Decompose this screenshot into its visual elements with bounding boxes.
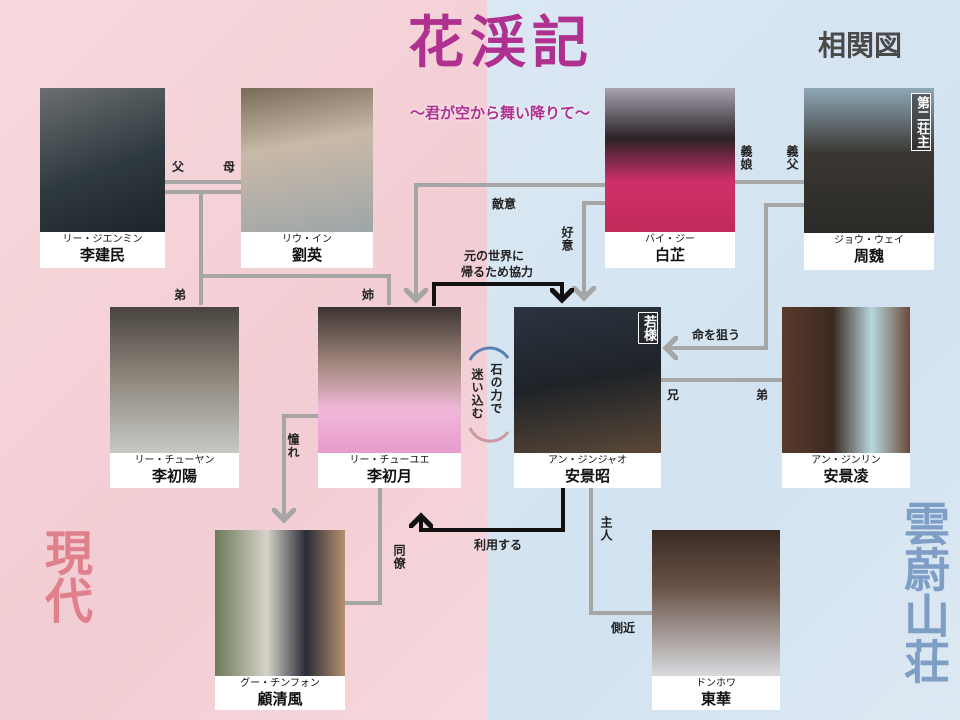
relation-label-lost: 迷い込む — [470, 368, 484, 420]
relation-label-elder-brother: 兄 — [667, 388, 680, 402]
title-badge: 若様 — [638, 312, 658, 344]
character-card-liu-ying: リウ・イン劉英 — [241, 88, 373, 268]
kana-name: アン・ジンジャオ — [547, 455, 628, 466]
portrait-photo — [110, 307, 239, 453]
line-parents-children — [165, 190, 391, 305]
drama-title-logo: 花渓記 — [408, 10, 594, 76]
character-card-li-chuyue: リー・チューユエ李初月 — [318, 307, 461, 488]
character-card-an-jingling: アン・ジンリン安景凌 — [782, 307, 910, 488]
character-name: 白芷 — [654, 246, 685, 264]
kana-name: ドンホワ — [696, 678, 736, 689]
chart-label: 相関図 — [818, 29, 903, 62]
line-hostility — [416, 183, 605, 300]
character-name: 劉英 — [291, 246, 322, 264]
line-master-aide — [589, 488, 652, 615]
line-colleague — [345, 488, 382, 605]
relation-label-adopted-father: 義父 — [785, 145, 799, 171]
relation-label-aide: 側近 — [611, 621, 636, 635]
kana-name: リウ・イン — [282, 234, 332, 245]
kana-name: グー・チンフォン — [240, 678, 320, 689]
circle-arrow-bottom — [468, 427, 510, 443]
character-card-an-jingzhao: 若様 アン・ジンジャオ安景昭 — [514, 307, 661, 488]
relation-label-younger-brother-2: 弟 — [756, 388, 769, 402]
kana-name: バイ・ジー — [645, 234, 695, 245]
circle-arrow-top — [468, 346, 510, 361]
character-name: 李初陽 — [151, 467, 197, 485]
relation-label-colleague: 同僚 — [392, 544, 406, 570]
relation-label-affection: 好意 — [560, 226, 574, 252]
line-target-life — [666, 203, 804, 348]
character-card-zhou-wei: 第二荘主 ジョウ・ウェイ周魏 — [804, 88, 934, 270]
relation-label-older-sister: 姉 — [362, 288, 375, 302]
character-name: 東華 — [700, 690, 731, 708]
kana-name: リー・チューユエ — [349, 455, 430, 466]
relation-label-use: 利用する — [474, 538, 523, 552]
relation-label-younger-brother: 弟 — [174, 288, 187, 302]
relation-label-stone-power: 石の力で — [489, 363, 503, 415]
line-use — [421, 488, 565, 532]
character-card-dong-hua: ドンホワ東華 — [652, 530, 780, 710]
line-affection — [584, 201, 605, 298]
character-card-li-jianmin: リー・ジエンミン李建民 — [40, 88, 165, 268]
relation-label-admire: 憧れ — [286, 433, 300, 459]
portrait-photo — [241, 88, 373, 232]
relation-label-hostility: 敵意 — [492, 197, 517, 211]
character-name: 安景昭 — [564, 467, 610, 485]
line-admire — [284, 414, 318, 520]
relation-label-mother: 母 — [223, 160, 236, 174]
relation-label-adopted-daughter: 義娘 — [739, 145, 753, 171]
character-card-bai-zhi: バイ・ジー白芷 — [605, 88, 735, 268]
character-name: 李建民 — [79, 246, 125, 264]
portrait-photo — [514, 307, 661, 453]
kana-name: アン・ジンリン — [811, 455, 881, 466]
drama-subtitle: 〜君が空から舞い降りて〜 — [409, 104, 590, 122]
character-name: 周魏 — [853, 247, 884, 265]
region-label-modern: 現代 — [36, 528, 92, 624]
character-name: 顧清風 — [257, 690, 303, 708]
relation-label-father: 父 — [172, 160, 185, 174]
portrait-photo — [652, 530, 780, 676]
kana-name: リー・ジエンミン — [62, 234, 143, 245]
portrait-photo — [215, 530, 345, 676]
portrait-photo — [605, 88, 735, 232]
relation-label-cooperate-1: 元の世界に — [464, 249, 525, 263]
character-name: 李初月 — [366, 467, 412, 485]
relation-label-cooperate-2: 帰るため協力 — [461, 265, 534, 279]
region-label-villa: 雲蔚山荘 — [897, 500, 951, 684]
character-name: 安景凌 — [823, 467, 869, 485]
relation-label-master: 主人 — [599, 516, 613, 542]
portrait-photo — [318, 307, 461, 453]
title-badge: 第二荘主 — [911, 93, 931, 151]
character-card-gu-qingfeng: グー・チンフォン顧清風 — [215, 530, 345, 710]
relation-label-target-life: 命を狙う — [692, 328, 741, 342]
character-card-li-chuyang: リー・チューヤン李初陽 — [110, 307, 239, 488]
line-cooperate — [432, 282, 562, 306]
portrait-photo — [782, 307, 910, 453]
kana-name: リー・チューヤン — [134, 455, 215, 466]
kana-name: ジョウ・ウェイ — [834, 235, 904, 246]
portrait-photo — [40, 88, 165, 232]
